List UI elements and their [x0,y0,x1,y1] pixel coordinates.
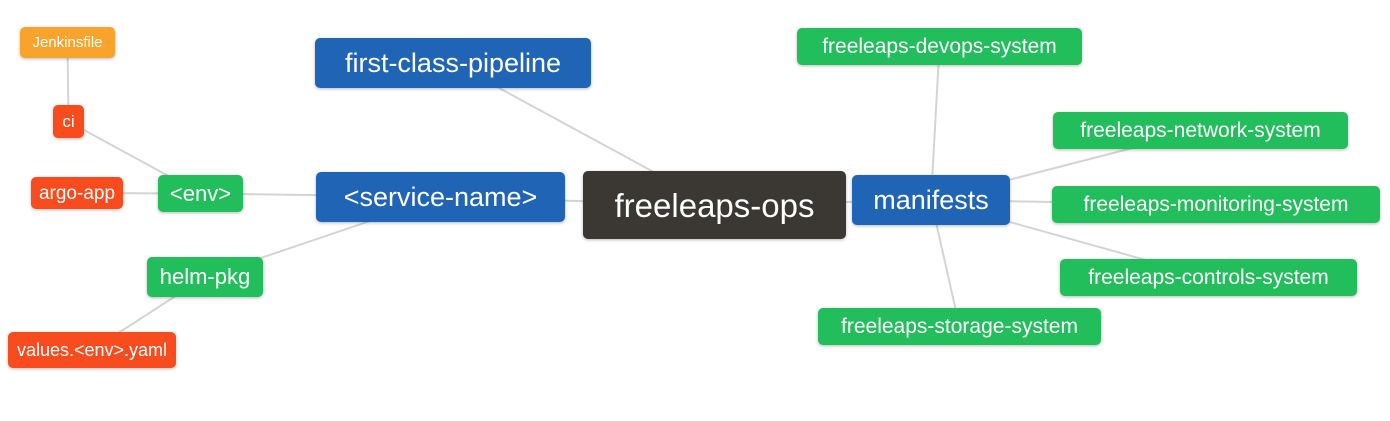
node-service-name[interactable]: <service-name> [316,172,565,222]
node-freeleaps-monitoring-system[interactable]: freeleaps-monitoring-system [1052,186,1380,223]
node-ci[interactable]: ci [53,105,84,138]
node-freeleaps-storage-system[interactable]: freeleaps-storage-system [818,308,1101,345]
edge-manifests-freeleaps-devops-system [930,46,941,201]
node-first-class-pipeline[interactable]: first-class-pipeline [315,38,591,88]
node-values-env-yaml[interactable]: values.<env>.yaml [8,332,176,368]
node-argo-app[interactable]: argo-app [31,177,123,209]
node-freeleaps-controls-system[interactable]: freeleaps-controls-system [1060,259,1357,296]
node-freeleaps-network-system[interactable]: freeleaps-network-system [1053,112,1348,149]
node-freeleaps-ops[interactable]: freeleaps-ops [583,171,846,239]
node-helm-pkg[interactable]: helm-pkg [147,257,263,297]
node-jenkinsfile[interactable]: Jenkinsfile [20,27,115,58]
node-freeleaps-devops-system[interactable]: freeleaps-devops-system [797,28,1082,65]
node-env[interactable]: <env> [158,175,243,212]
node-manifests[interactable]: manifests [852,175,1010,225]
